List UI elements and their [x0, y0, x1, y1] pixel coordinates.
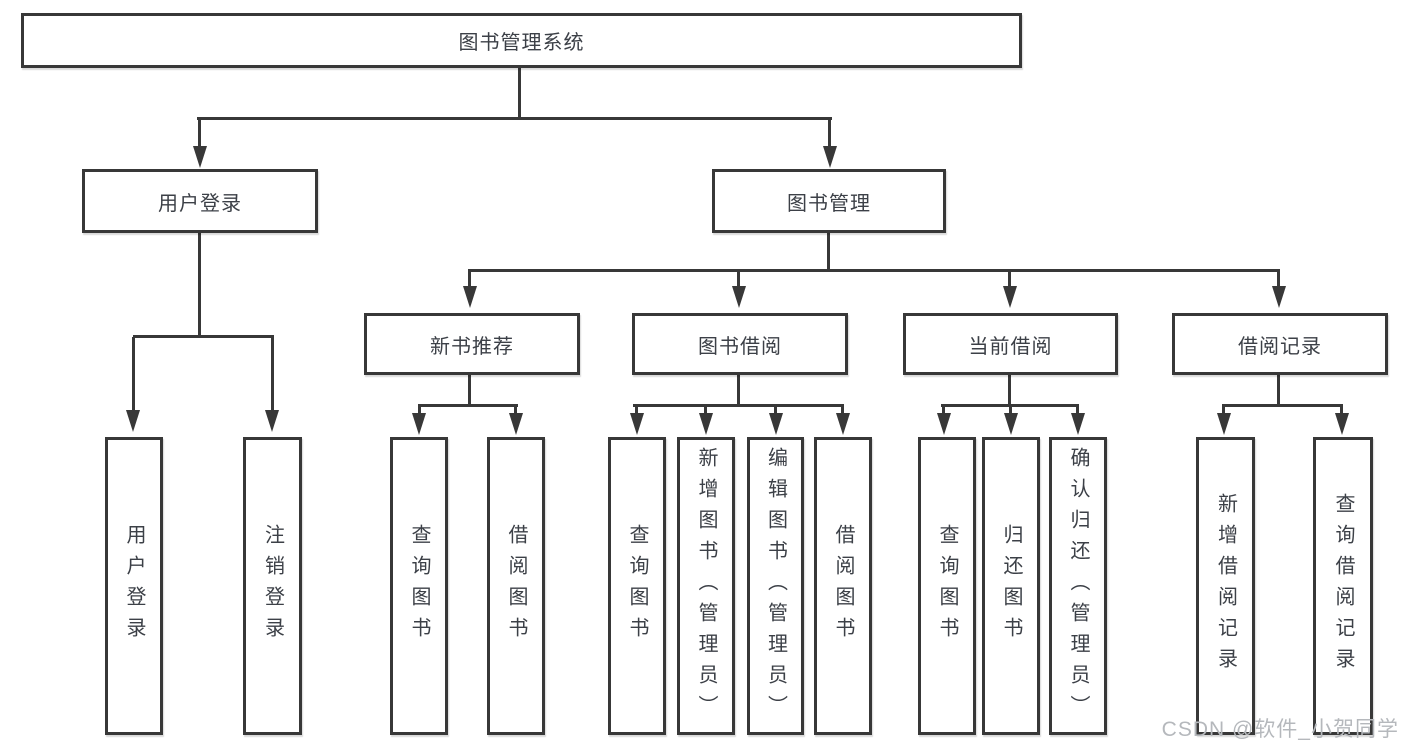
leaf-label: 归还图书: [1000, 524, 1022, 648]
arrow-down-icon: [1004, 413, 1018, 435]
node-borrowing-records: 借阅记录: [1172, 313, 1388, 375]
connector-book-borrow-trunk: [737, 375, 740, 406]
arrow-down-icon: [769, 413, 783, 435]
connector-current-borrow-trunk: [1008, 375, 1011, 406]
connector-shaft: [418, 406, 421, 415]
leaf-search-books-recommend: 查询图书: [390, 437, 448, 735]
connector-shaft: [737, 271, 740, 287]
leaf-label: 确认归还（管理员）: [1067, 446, 1089, 726]
connector-shaft: [1076, 406, 1079, 415]
connector-shaft: [1277, 271, 1280, 287]
connector-new-book-trunk: [468, 375, 471, 406]
connector-shaft: [514, 406, 517, 415]
connector-shaft: [1340, 406, 1343, 415]
leaf-label: 借阅图书: [505, 524, 527, 648]
connector-shaft: [1008, 271, 1011, 287]
leaf-label: 借阅图书: [832, 524, 854, 648]
node-new-book-recommendation: 新书推荐: [364, 313, 580, 375]
connector-shaft: [635, 406, 638, 415]
leaf-label: 用户登录: [123, 524, 145, 648]
connector-user-login-trunk: [198, 233, 201, 337]
arrow-down-icon: [412, 413, 426, 435]
arrow-down-icon: [1003, 286, 1017, 308]
arrow-down-icon: [1335, 413, 1349, 435]
leaf-add-books-admin: 新增图书（管理员）: [677, 437, 735, 735]
connector-shaft: [468, 271, 471, 287]
connector-shaft: [942, 406, 945, 415]
connector-shaft: [132, 337, 135, 411]
connector-borrow-records-bar: [1222, 404, 1343, 407]
connector-shaft: [704, 406, 707, 415]
arrow-down-icon: [823, 146, 837, 168]
arrow-down-icon: [836, 413, 850, 435]
leaf-label: 查询借阅记录: [1332, 493, 1354, 679]
arrow-down-icon: [937, 413, 951, 435]
arrow-down-icon: [630, 413, 644, 435]
connector-level1-bar: [197, 117, 832, 120]
leaf-label: 查询图书: [936, 524, 958, 648]
leaf-label: 查询图书: [626, 524, 648, 648]
connector-shaft: [1009, 406, 1012, 415]
node-book-management: 图书管理: [712, 169, 946, 233]
connector-book-borrow-bar: [633, 404, 844, 407]
arrow-down-icon: [126, 410, 140, 432]
leaf-label: 查询图书: [408, 524, 430, 648]
arrow-down-icon: [1272, 286, 1286, 308]
arrow-down-icon: [1071, 413, 1085, 435]
leaf-label: 新增图书（管理员）: [695, 446, 717, 726]
node-library-management-system: 图书管理系统: [21, 13, 1022, 68]
arrow-down-icon: [732, 286, 746, 308]
connector-book-mgmt-trunk: [827, 233, 830, 271]
arrow-down-icon: [463, 286, 477, 308]
leaf-borrow-books-recommend: 借阅图书: [487, 437, 545, 735]
leaf-borrow-books-borrowing: 借阅图书: [814, 437, 872, 735]
arrow-down-icon: [699, 413, 713, 435]
connector-borrow-records-trunk: [1277, 375, 1280, 406]
leaf-add-borrow-record: 新增借阅记录: [1196, 437, 1255, 735]
connector-shaft: [271, 337, 274, 411]
leaf-search-borrow-record: 查询借阅记录: [1313, 437, 1373, 735]
leaf-label: 编辑图书（管理员）: [764, 446, 787, 726]
connector-shaft: [828, 119, 831, 148]
connector-shaft: [774, 406, 777, 415]
leaf-search-books-current: 查询图书: [918, 437, 976, 735]
connector-shaft: [198, 119, 201, 148]
arrow-down-icon: [265, 410, 279, 432]
node-book-borrowing: 图书借阅: [632, 313, 848, 375]
connector-new-book-bar: [418, 404, 518, 407]
connector-root-trunk: [518, 68, 521, 119]
arrow-down-icon: [509, 413, 523, 435]
leaf-return-books: 归还图书: [982, 437, 1040, 735]
arrow-down-icon: [1217, 413, 1231, 435]
csdn-watermark: CSDN @软件_小贺同学: [1161, 718, 1399, 741]
arrow-down-icon: [193, 146, 207, 168]
leaf-logout-login: 注销登录: [243, 437, 302, 735]
connector-user-login-bar: [133, 335, 274, 338]
leaf-user-login: 用户登录: [105, 437, 163, 735]
connector-shaft: [1222, 406, 1225, 415]
leaf-label: 新增借阅记录: [1214, 493, 1237, 679]
leaf-search-books-borrowing: 查询图书: [608, 437, 666, 735]
leaf-confirm-return-admin: 确认归还（管理员）: [1049, 437, 1107, 735]
leaf-label: 注销登录: [261, 524, 284, 648]
connector-level2-bar: [468, 269, 1280, 272]
connector-shaft: [841, 406, 844, 415]
connector-current-borrow-bar: [941, 404, 1079, 407]
node-user-login: 用户登录: [82, 169, 318, 233]
leaf-edit-books-admin: 编辑图书（管理员）: [747, 437, 804, 735]
node-current-borrowing: 当前借阅: [903, 313, 1118, 375]
